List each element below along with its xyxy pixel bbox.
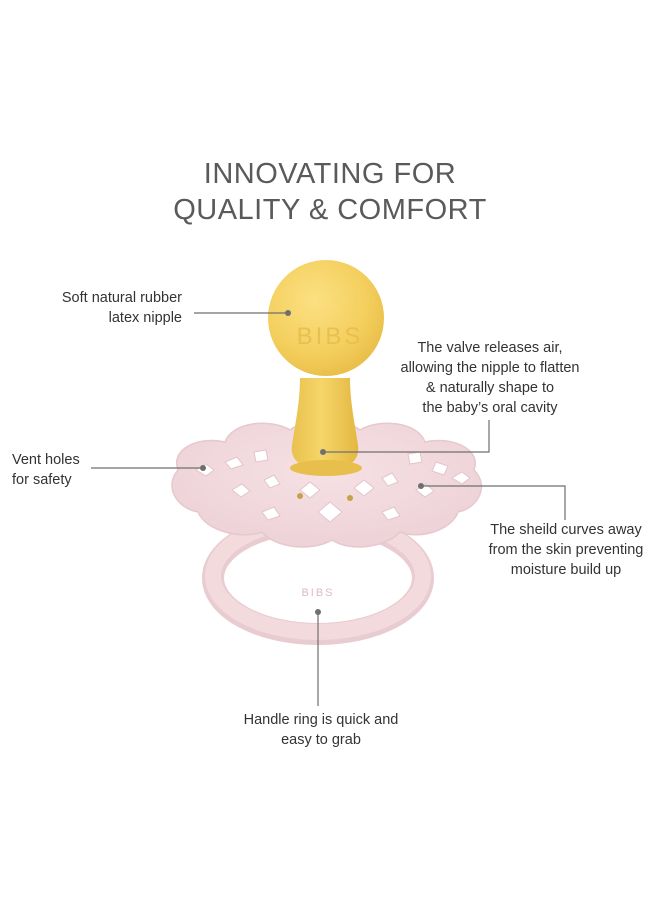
dot-valve bbox=[320, 449, 326, 455]
latex-nipple: BIBS bbox=[268, 260, 384, 476]
dot-vent bbox=[200, 465, 206, 471]
nipple-embossed-text: BIBS bbox=[297, 323, 364, 350]
callout-vent: Vent holes for safety bbox=[12, 450, 102, 490]
callout-valve-line-1: The valve releases air, bbox=[417, 340, 563, 356]
callout-nipple-line-2: latex nipple bbox=[108, 310, 182, 326]
callout-ring: Handle ring is quick and easy to grab bbox=[216, 710, 426, 750]
callout-shield: The sheild curves away from the skin pre… bbox=[476, 520, 656, 580]
callout-nipple: Soft natural rubber latex nipple bbox=[30, 288, 182, 328]
ring-embossed-text: BIBS bbox=[301, 587, 334, 599]
leader-line-shield bbox=[421, 485, 566, 520]
callout-ring-line-2: easy to grab bbox=[281, 732, 361, 748]
dot-nipple bbox=[285, 310, 291, 316]
callout-valve-line-3: & naturally shape to bbox=[425, 380, 555, 396]
leader-dots bbox=[200, 310, 424, 615]
dot-ring bbox=[315, 609, 321, 615]
callout-valve-line-2: allowing the nipple to flatten bbox=[400, 360, 580, 376]
callout-valve: The valve releases air, allowing the nip… bbox=[382, 338, 598, 418]
title-line-1: INNOVATING FOR bbox=[203, 158, 457, 190]
callout-nipple-line-1: Soft natural rubber bbox=[61, 290, 182, 306]
callout-shield-line-2: from the skin preventing bbox=[488, 542, 644, 558]
callout-shield-line-3: moisture build up bbox=[510, 562, 622, 578]
page-title: INNOVATING FOR QUALITY & COMFORT bbox=[0, 156, 660, 228]
callout-vent-line-1: Vent holes bbox=[12, 452, 80, 468]
callout-valve-line-4: the baby’s oral cavity bbox=[422, 400, 558, 416]
dot-shield bbox=[418, 483, 424, 489]
leader-lines bbox=[91, 312, 566, 706]
callout-shield-line-1: The sheild curves away bbox=[490, 522, 642, 538]
title-line-2: QUALITY & COMFORT bbox=[173, 194, 487, 226]
callout-vent-line-2: for safety bbox=[12, 472, 72, 488]
leader-line-valve bbox=[323, 420, 490, 453]
callout-ring-line-1: Handle ring is quick and bbox=[243, 712, 399, 728]
